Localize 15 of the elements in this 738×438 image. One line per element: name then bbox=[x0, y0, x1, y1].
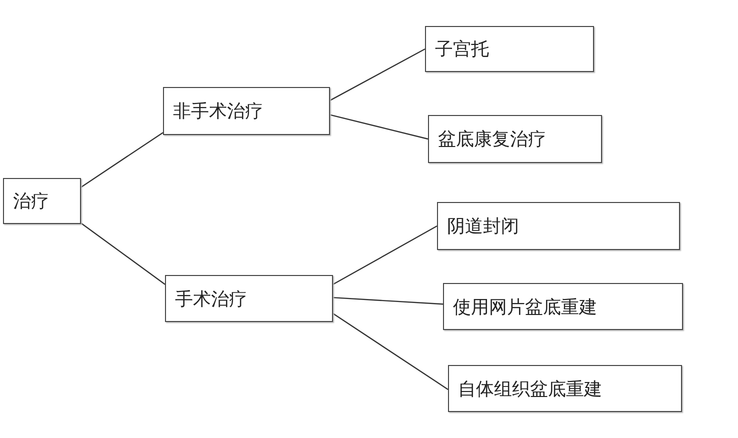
process-box: 盆底康复治疗 bbox=[428, 115, 602, 163]
connector-line bbox=[332, 296, 444, 305]
connector-line bbox=[80, 132, 164, 188]
process-box: 阴道封闭 bbox=[437, 202, 680, 250]
process-box: 自体组织盆底重建 bbox=[448, 365, 682, 412]
process-box: 手术治疗 bbox=[165, 275, 333, 322]
process-box: 非手术治疗 bbox=[163, 87, 330, 135]
connector-line bbox=[80, 222, 166, 285]
connector-line bbox=[332, 225, 438, 285]
connector-line bbox=[332, 313, 448, 390]
process-box: 治疗 bbox=[3, 178, 81, 224]
process-box: 子宫托 bbox=[425, 26, 594, 72]
process-box: 使用网片盆底重建 bbox=[443, 283, 683, 330]
connector-line bbox=[330, 114, 428, 140]
connector-line bbox=[330, 48, 426, 101]
